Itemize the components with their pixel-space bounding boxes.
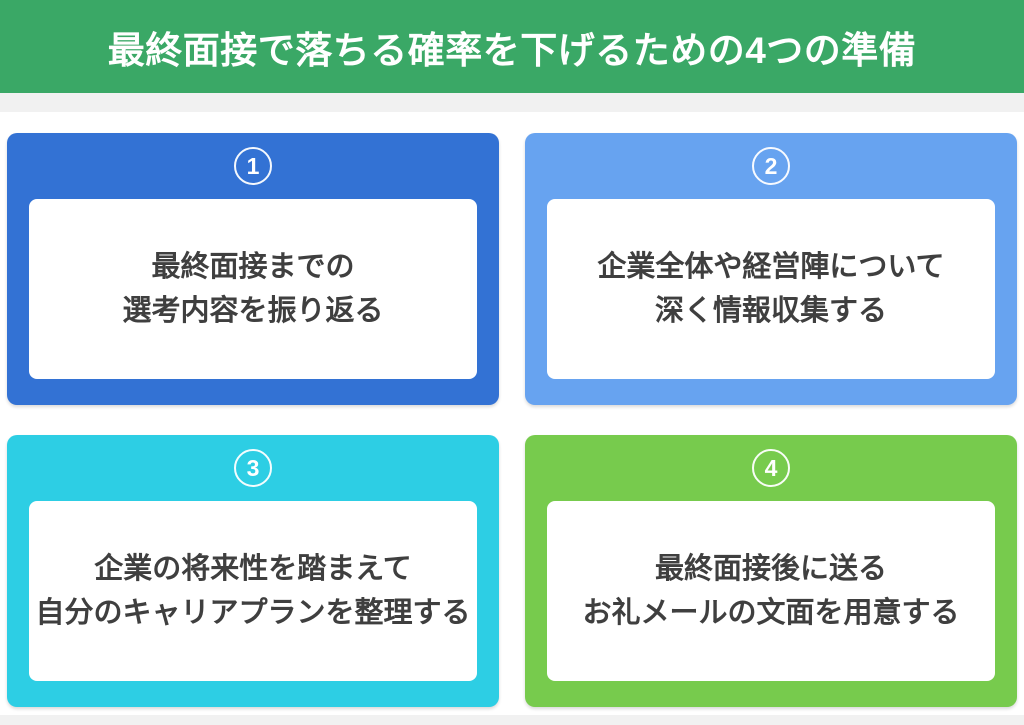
top-divider xyxy=(0,93,1024,112)
card-1-line-1: 最終面接までの xyxy=(151,250,355,283)
page-title: 最終面接で落ちる確率を下げるための4つの準備 xyxy=(107,29,917,71)
card-step-4: 4 最終面接後に送る お礼メールの文面を用意する xyxy=(525,435,1017,707)
card-grid: 1 最終面接までの 選考内容を振り返る 2 企業全体や経営陣について 深く情報収… xyxy=(7,133,1017,707)
bottom-divider xyxy=(0,715,1024,725)
card-3-text-box: 企業の将来性を踏まえて 自分のキャリアプランを整理する xyxy=(29,501,477,681)
circled-number-4-icon: 4 xyxy=(752,449,790,487)
card-3-line-1: 企業の将来性を踏まえて xyxy=(94,552,412,585)
circled-number-1-icon: 1 xyxy=(234,147,272,185)
card-step-1: 1 最終面接までの 選考内容を振り返る xyxy=(7,133,499,405)
card-2-text-box: 企業全体や経営陣について 深く情報収集する xyxy=(547,199,995,379)
header-banner: 最終面接で落ちる確率を下げるための4つの準備 xyxy=(0,0,1024,93)
card-4-line-1: 最終面接後に送る xyxy=(654,552,887,585)
card-step-3: 3 企業の将来性を踏まえて 自分のキャリアプランを整理する xyxy=(7,435,499,707)
card-4-line-2: お礼メールの文面を用意する xyxy=(582,597,960,629)
footer-gap xyxy=(0,707,1024,715)
card-1-text-box: 最終面接までの 選考内容を振り返る xyxy=(29,199,477,379)
card-2-line-2: 深く情報収集する xyxy=(654,295,887,327)
card-4-text-box: 最終面接後に送る お礼メールの文面を用意する xyxy=(547,501,995,681)
circled-number-3-icon: 3 xyxy=(234,449,272,487)
circled-number-2-icon: 2 xyxy=(752,147,790,185)
card-3-line-2: 自分のキャリアプランを整理する xyxy=(35,597,471,629)
card-step-2: 2 企業全体や経営陣について 深く情報収集する xyxy=(525,133,1017,405)
card-2-line-1: 企業全体や経営陣について xyxy=(597,250,945,283)
content-area: 1 最終面接までの 選考内容を振り返る 2 企業全体や経営陣について 深く情報収… xyxy=(0,112,1024,707)
card-1-line-2: 選考内容を振り返る xyxy=(122,295,384,327)
